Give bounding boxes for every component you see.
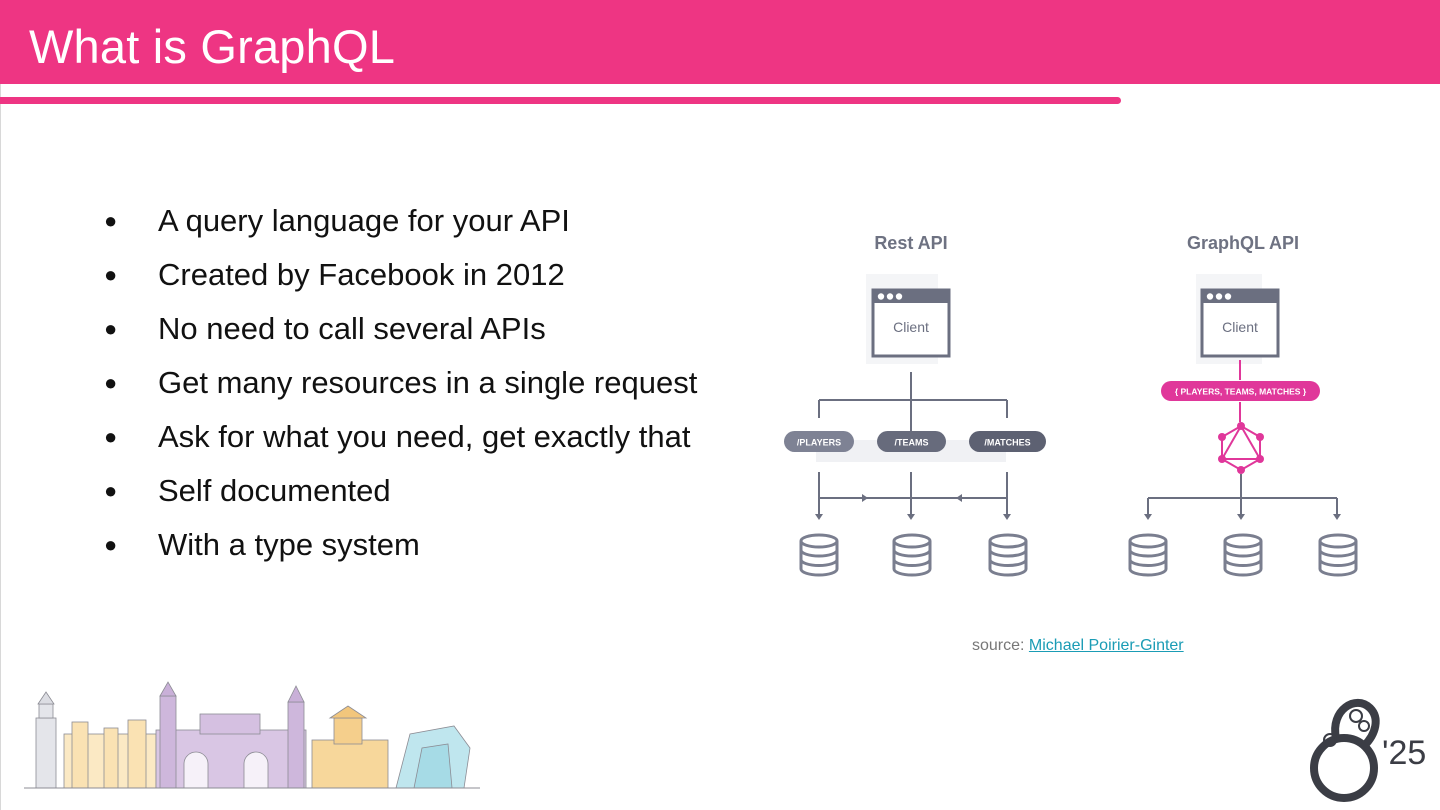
bullet-dot: ●	[104, 316, 118, 341]
bullet-dot: ●	[104, 532, 118, 557]
rest-arrowheads	[815, 494, 1011, 520]
endpoint-label: /PLAYERS	[797, 438, 841, 448]
graphql-query-label: { PLAYERS, TEAMS, MATCHES }	[1175, 387, 1307, 397]
bullet-text: With a type system	[158, 527, 420, 562]
bullet-dot: ●	[104, 262, 118, 287]
source-label: source:	[972, 637, 1025, 654]
bullet-text: No need to call several APIs	[158, 311, 546, 346]
bullet-text: Created by Facebook in 2012	[158, 257, 565, 292]
rest-api-title: Rest API	[874, 233, 947, 253]
bullet-dot: ●	[104, 208, 118, 233]
bullet-text: Self documented	[158, 473, 391, 508]
rest-connector-lines	[818, 372, 1008, 514]
image-source-credit: source: Michael Poirier-Ginter	[972, 636, 1184, 656]
database-icon	[1318, 533, 1358, 577]
endpoint-label: /TEAMS	[894, 438, 928, 448]
database-icon	[1128, 533, 1168, 577]
graphql-connector-lines	[1147, 474, 1338, 514]
bullet-text: Ask for what you need, get exactly that	[158, 419, 691, 454]
graphql-api-title: GraphQL API	[1187, 233, 1299, 253]
endpoint-label: /MATCHES	[984, 438, 1030, 448]
graphql-arrowheads	[1144, 514, 1341, 520]
city-skyline-illustration	[24, 681, 480, 789]
source-link[interactable]: Michael Poirier-Ginter	[1028, 637, 1184, 654]
logo-year: '25	[1382, 734, 1426, 772]
database-icon	[1223, 533, 1263, 577]
endpoint-pill-players: /PLAYERS	[784, 431, 854, 452]
slide-title: What is GraphQL	[29, 20, 396, 73]
endpoint-pill-teams: /TEAMS	[877, 431, 946, 452]
conference-logo-icon: '25	[1310, 698, 1426, 802]
slide-left-border	[0, 84, 1, 810]
graphql-client-label: Client	[1222, 319, 1258, 335]
graphql-query-pill: { PLAYERS, TEAMS, MATCHES }	[1161, 381, 1320, 401]
database-icon	[799, 533, 839, 577]
bullet-dot: ●	[104, 424, 118, 449]
database-icon	[988, 533, 1028, 577]
endpoint-pill-matches: /MATCHES	[969, 431, 1046, 452]
rest-vs-graphql-diagram: Rest API GraphQL API Client	[776, 222, 1386, 614]
title-underline	[0, 97, 1121, 104]
graphql-logo-icon	[1218, 422, 1264, 474]
bullet-dot: ●	[104, 370, 118, 395]
title-bar: What is GraphQL	[0, 0, 1440, 84]
bullet-text: A query language for your API	[158, 203, 570, 238]
rest-client-label: Client	[893, 319, 929, 335]
database-icon	[892, 533, 932, 577]
bullet-text: Get many resources in a single request	[158, 365, 698, 400]
bullet-dot: ●	[104, 478, 118, 503]
